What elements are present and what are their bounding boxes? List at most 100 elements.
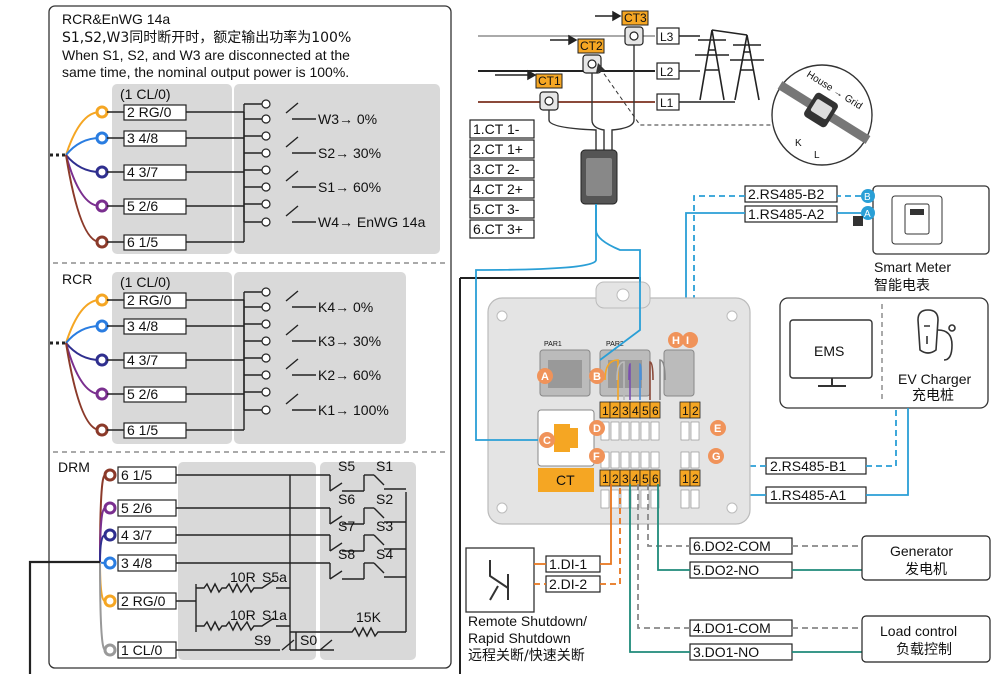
ct1-tag [535,73,563,89]
ct3-label: CT3 [624,11,647,25]
line-l1: L1 [660,96,674,110]
pin-label: 2 RG/0 [127,104,172,120]
ct-pin-label: 6.CT 3+ [473,221,523,237]
marker-label: H [672,335,680,347]
meter-display [904,203,930,235]
terminal-e-pin-label: 1 [682,404,689,418]
drm-pin-label: 3 4/8 [121,555,152,571]
ct-cable-to-port [475,204,597,441]
terminal-g-pin-label: 1 [682,472,689,486]
pin-label: 3 4/8 [127,130,158,146]
switch-label: S2→ 30% [318,145,381,161]
generator-box [861,535,991,581]
terminal-d-pin-label: 6 [652,404,659,418]
meter-badge-b [861,189,875,203]
marker-g [708,448,724,464]
meter-name-cn: 智能电表 [874,278,930,294]
drm-panel-right [320,462,416,660]
pin-label: 6 1/5 [127,422,158,438]
load-control-en: Load control [880,623,957,639]
drm-switch-label: S2 [376,491,393,507]
drm-pin-label: 1 CL/0 [121,642,162,658]
pin-label: (1 CL/0) [120,86,171,102]
meter-badge-a [861,206,875,220]
marker-label: A [541,371,549,383]
ct-port-label-bg [538,468,594,492]
wire-do1-no [629,484,690,653]
sw-s1a: S1a [262,607,287,623]
ct1-label: CT1 [538,74,561,88]
switch-panel-1 [234,84,440,254]
direction-arrows [495,10,622,81]
marker-a [537,368,553,384]
terminal-g-pin[interactable] [689,469,701,487]
ev-charger-icon [917,309,956,361]
ct2-label: CT2 [580,39,603,53]
di1: 1.DI-1 [549,556,587,572]
terminal-f-pin-label: 1 [602,472,609,486]
terminal-d-pin[interactable] [649,401,661,419]
rs485-a2: 1.RS485-A2 [748,206,824,222]
wire-do2-com [647,484,690,547]
drm-pin-label: 4 3/7 [121,527,152,543]
sw-s5a: S5a [262,569,287,585]
pin-label: (1 CL/0) [120,274,171,290]
ev-label-en: EV Charger [898,371,971,387]
ct-pin-label: 5.CT 3- [473,201,520,217]
ct-connector-face [586,158,612,196]
ct3-tag [621,10,649,26]
terminal-d-pin-label: 4 [632,404,639,418]
clamp-l: L [814,150,820,161]
line-l3: L3 [660,30,674,44]
par1-label: PAR1 [544,341,562,348]
pylon-icon [695,29,764,101]
terminal-f-pin-label: 4 [632,472,639,486]
load-control-box [861,615,991,663]
pin-label: 4 3/7 [127,164,158,180]
ct-cables [548,45,635,150]
meter-terminal [853,216,863,226]
ct-pin-box [469,139,535,159]
wire-di2 [534,484,621,585]
drm-title: DRM [58,459,90,475]
drm-pin-label: 5 2/6 [121,500,152,516]
par2-label: PAR2 [606,341,624,348]
switch-label: K4→ 0% [318,299,373,315]
ct-pin-box [469,119,535,139]
wire-do2-no [657,484,690,571]
marker-label: B [593,371,601,383]
rs485-a2-box [744,205,838,223]
ct-clamps [539,26,644,111]
remote-shutdown-switch [465,547,535,613]
pin-label: 2 RG/0 [127,292,172,308]
line-l2: L2 [660,65,674,79]
terminal-f-pin[interactable] [649,469,661,487]
marker-f [589,448,605,464]
terminal-e-pin[interactable] [689,401,701,419]
drm-switch-label: S6 [338,491,355,507]
generator-en: Generator [890,543,953,559]
marker-label: G [712,451,721,463]
meter-name-en: Smart Meter [874,259,951,275]
rcr-enwg-section: (1 CL/0)2 RG/03 4/84 3/75 2/66 1/5W3→ 0%… [50,86,426,251]
ct-pin-label: 3.CT 2- [473,161,520,177]
sw-s9: S9 [254,632,271,648]
rcr-enwg-title: RCR&EnWG 14a [62,11,170,27]
rcr-enwg-note-cn: S1,S2,W3同时断开时，额定输出功率为100% [62,29,351,46]
terminal-e-pin-label: 2 [692,404,699,418]
switch-label: K3→ 30% [318,333,381,349]
switch-label: W4→ EnWG 14a [318,214,426,230]
drm-switch-label: S1 [376,458,393,474]
port-h[interactable] [663,349,695,397]
drm-switch-label: S3 [376,518,393,534]
do-label: 5.DO2-NO [693,562,759,578]
rs485-a1: 1.RS485-A1 [770,487,846,503]
marker-label: C [543,435,551,447]
marker-c [539,432,555,448]
rs485-b2-box [744,185,838,203]
pin-label: 5 2/6 [127,198,158,214]
